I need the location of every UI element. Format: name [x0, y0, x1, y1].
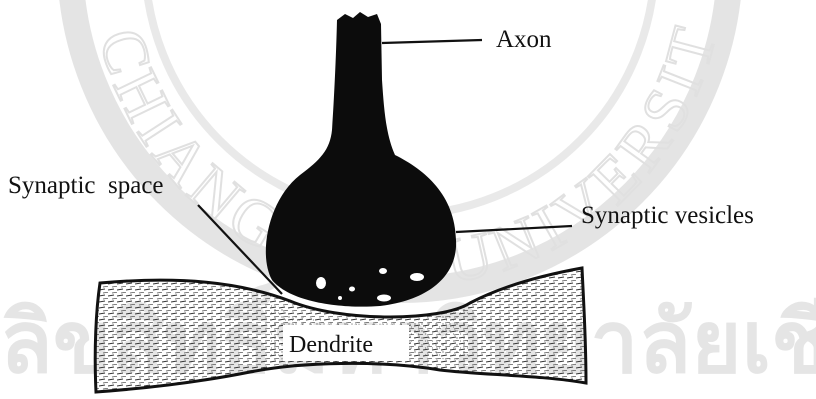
- axon-terminal: [266, 12, 456, 307]
- vesicle: [410, 273, 424, 281]
- vesicle: [349, 287, 355, 292]
- vesicle: [377, 295, 391, 302]
- label-synaptic-space: Synaptic space: [8, 172, 164, 199]
- axon-body: [266, 12, 456, 307]
- vesicle: [338, 296, 342, 300]
- label-axon: Axon: [496, 26, 552, 53]
- label-synaptic-vesicles: Synaptic vesicles: [581, 202, 754, 229]
- vesicle: [379, 268, 387, 274]
- vesicle: [316, 277, 326, 289]
- label-dendrite: Dendrite: [289, 332, 373, 358]
- axon-leader-line: [382, 40, 482, 43]
